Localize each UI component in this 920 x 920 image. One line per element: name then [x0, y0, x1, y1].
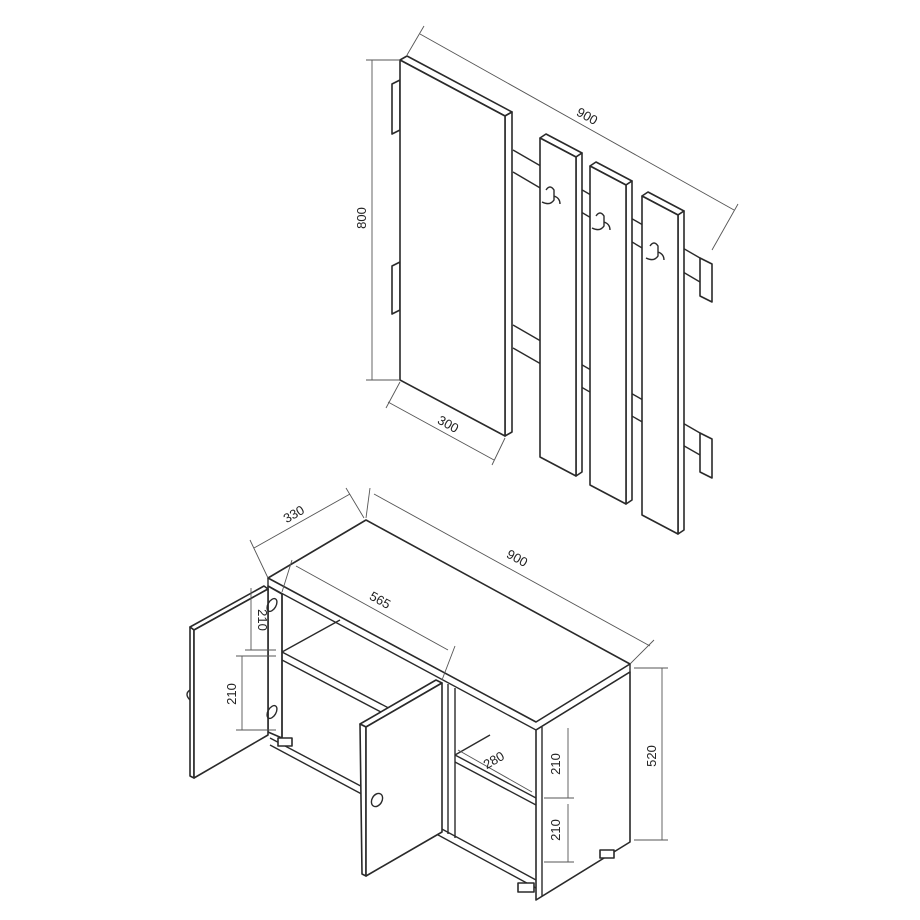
- dimension-label: 210: [255, 609, 270, 631]
- coat-slat-2: [589, 161, 633, 505]
- dimension-label: 330: [281, 502, 307, 526]
- dimension-800: 800: [354, 59, 400, 381]
- dimension-label: 210: [548, 753, 563, 775]
- foot: [517, 882, 535, 893]
- foot: [599, 849, 615, 859]
- hinge-icon: [266, 704, 278, 720]
- dimension-label: 520: [644, 745, 659, 767]
- hook-icon: [541, 186, 561, 205]
- hook-icon: [645, 242, 665, 261]
- foot: [277, 737, 293, 747]
- dimension-210-right-lower: 210: [544, 804, 574, 863]
- dimension-label: 300: [435, 412, 461, 436]
- hinge-icon: [266, 597, 278, 613]
- coat-slat-1: [539, 133, 583, 477]
- hook-icon: [591, 212, 611, 231]
- left-door: [186, 585, 278, 779]
- dimension-210-right-upper: 210: [544, 728, 574, 799]
- coat-slat-3: [641, 191, 685, 535]
- shoe-cabinet: 330 900 565 210 210 52: [186, 487, 668, 901]
- mirror-panel: [399, 55, 513, 437]
- wall-panel: 900 800 300: [354, 25, 739, 535]
- right-door: [359, 679, 443, 877]
- dimension-label: 210: [224, 683, 239, 705]
- dimension-label: 800: [354, 207, 369, 229]
- dimension-label: 280: [481, 748, 507, 772]
- dimension-210-hinge-spacing: 210: [224, 655, 276, 731]
- dimension-520: 520: [634, 667, 668, 841]
- dimension-label: 210: [548, 819, 563, 841]
- knob-icon: [186, 689, 191, 701]
- dimension-210-hinge-top: 210: [245, 588, 276, 651]
- knob-icon: [370, 792, 384, 808]
- dimension-label: 900: [574, 104, 600, 128]
- dimension-label: 900: [504, 546, 530, 570]
